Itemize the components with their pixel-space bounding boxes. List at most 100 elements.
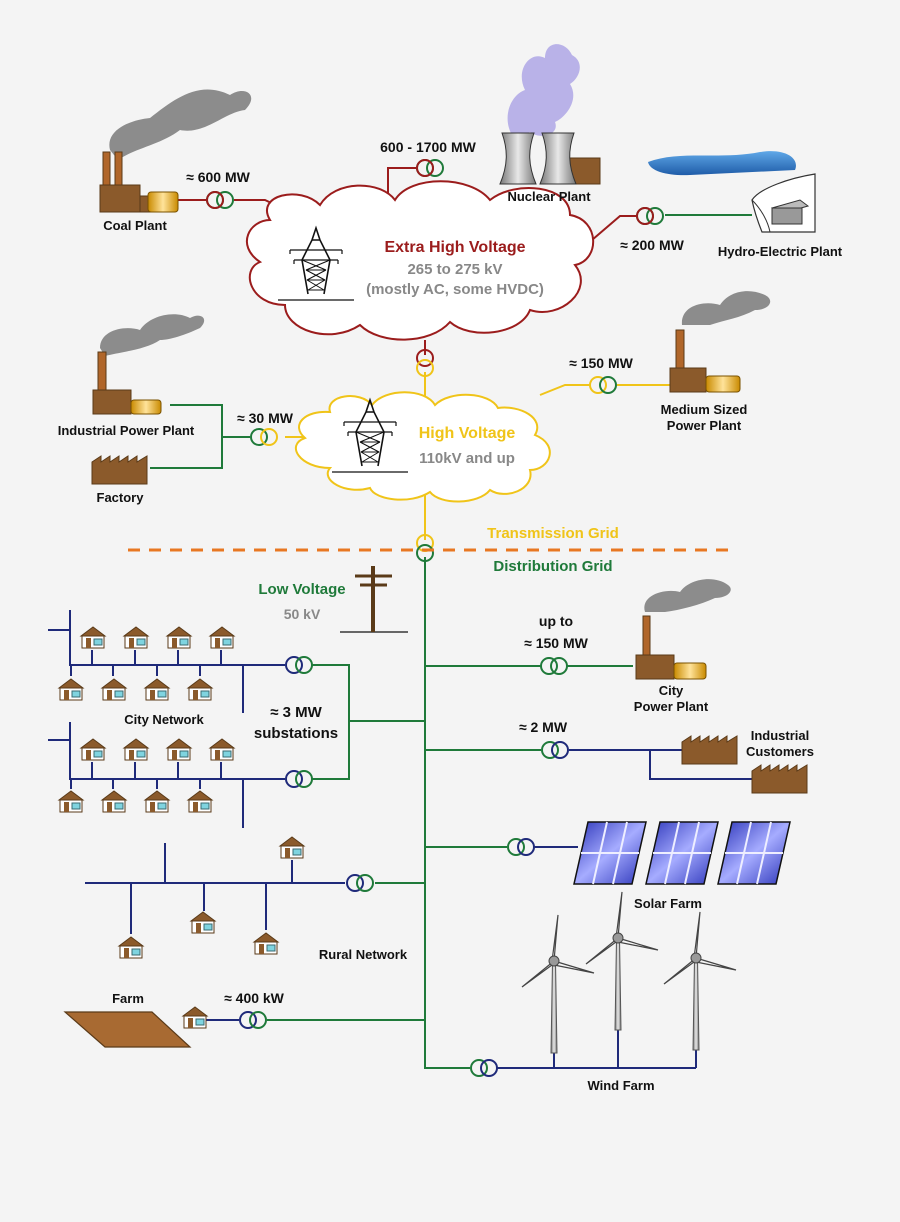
ehv-title: Extra High Voltage (384, 239, 525, 256)
industrial-customers-power-label: ≈ 2 MW (519, 719, 568, 735)
wind-turbine-icon (663, 911, 737, 1051)
city-plant-transformer (540, 657, 568, 675)
industrial-power-label: ≈ 30 MW (237, 410, 294, 426)
rural-network-label: Rural Network (319, 947, 408, 962)
industrial-customers-label-line-1: Industrial (751, 728, 810, 743)
hydro-plant-icon (648, 151, 816, 233)
house-icon (80, 626, 106, 649)
farm-house-icon (182, 1006, 208, 1029)
house-icon (187, 678, 213, 701)
city-plant-icon (635, 579, 731, 680)
hv-cloud (294, 391, 551, 503)
industrial-customer-factory-icon (751, 764, 808, 794)
city-plant-label-line-1: City (659, 683, 684, 698)
factory-label: Factory (97, 490, 145, 505)
rural-transformer-b (356, 874, 374, 892)
solar-farm-label: Solar Farm (634, 896, 702, 911)
lv-value: 50 kV (284, 606, 321, 622)
house-icon (58, 678, 84, 701)
industrial-customers-label-line-2: Customers (746, 744, 814, 759)
industrial-customer-factory-icon (681, 735, 738, 765)
industrial-customers-transformer-b (551, 741, 569, 759)
wind-turbine-icon (521, 914, 595, 1054)
substation-2-transformer-b (295, 770, 313, 788)
ehv-note: (mostly AC, some HVDC) (366, 281, 544, 298)
distribution-wires (48, 610, 752, 1069)
house-icon (118, 936, 144, 959)
house-icon (279, 836, 305, 859)
nuclear-transformer-primary (416, 159, 434, 177)
wind-transformer-a (470, 1059, 488, 1077)
hv-distribution-transformer-bottom (416, 544, 434, 562)
house-icon (123, 738, 149, 761)
nuclear-plant-label: Nuclear Plant (507, 189, 591, 204)
coal-plant-label: Coal Plant (103, 218, 167, 233)
medium-transformer-primary (589, 376, 607, 394)
solar-transformer-a (507, 838, 525, 856)
rural-transformer-a (346, 874, 364, 892)
solar-panel-icon (573, 821, 647, 885)
coal-plant-icon (99, 89, 252, 213)
house-icon (190, 911, 216, 934)
coal-transformer-primary (206, 191, 224, 209)
hv-title: High Voltage (419, 425, 516, 442)
farm-label: Farm (112, 991, 144, 1006)
industrial-customers-transformer-a (541, 741, 559, 759)
substations-label-line-2: substations (254, 725, 338, 742)
house-icon (101, 678, 127, 701)
house-icon (253, 932, 279, 955)
medium-plant-icon (669, 291, 771, 393)
house-icon (144, 678, 170, 701)
solar-panel-icon (717, 821, 791, 885)
house-icon (209, 738, 235, 761)
house-icon (166, 738, 192, 761)
coal-power-label: ≈ 600 MW (186, 169, 250, 185)
city-network-label: City Network (124, 712, 204, 727)
wind-farm-label: Wind Farm (587, 1078, 654, 1093)
house-icon (209, 626, 235, 649)
farm-transformer-a (239, 1011, 257, 1029)
ehv-range: 265 to 275 kV (407, 261, 502, 278)
city-plant-power-line-1: up to (539, 613, 573, 629)
solar-transformer-b (517, 838, 535, 856)
industrial-plant-icon (92, 314, 205, 415)
ehv-hv-transformer-top (416, 349, 434, 367)
industrial-transformer-secondary (250, 428, 268, 446)
house-icon (101, 790, 127, 813)
house-icon (80, 738, 106, 761)
city-plant-power-line-2: ≈ 150 MW (524, 635, 588, 651)
house-icon (123, 626, 149, 649)
industrial-transformer-primary (260, 428, 278, 446)
low-voltage-wires (150, 214, 752, 1069)
house-icon (187, 790, 213, 813)
city-plant-label-line-2: Power Plant (634, 699, 709, 714)
nuclear-plant-icon (499, 44, 601, 185)
hv-wires (285, 372, 672, 540)
distribution-grid-label: Distribution Grid (493, 558, 612, 575)
wind-transformer-b (480, 1059, 498, 1077)
medium-plant-label-line-2: Power Plant (667, 418, 742, 433)
substation-1-transformer-b (295, 656, 313, 674)
utility-pole-icon (340, 566, 408, 633)
hydro-power-label: ≈ 200 MW (620, 237, 684, 253)
hydro-transformer-primary (636, 207, 654, 225)
house-icon (144, 790, 170, 813)
lv-title: Low Voltage (258, 581, 345, 598)
substations-label-line-1: ≈ 3 MW (270, 704, 322, 721)
solar-panel-icon (645, 821, 719, 885)
medium-power-label: ≈ 150 MW (569, 355, 633, 371)
substation-2-transformer-a (285, 770, 303, 788)
medium-plant-label-line-1: Medium Sized (661, 402, 748, 417)
substation-1-transformer-a (285, 656, 303, 674)
nuclear-power-label: 600 - 1700 MW (380, 139, 476, 155)
farm-field-icon (63, 1011, 192, 1048)
ehv-hv-transformer-bottom (416, 359, 434, 377)
hydro-plant-label: Hydro-Electric Plant (718, 244, 843, 259)
industrial-plant-label: Industrial Power Plant (58, 423, 195, 438)
hv-range: 110kV and up (419, 450, 515, 467)
wind-turbine-icon (585, 891, 659, 1031)
factory-icon (91, 455, 148, 485)
farm-transformer-b (249, 1011, 267, 1029)
transmission-grid-label: Transmission Grid (487, 525, 619, 542)
farm-power-label: ≈ 400 kW (224, 990, 285, 1006)
